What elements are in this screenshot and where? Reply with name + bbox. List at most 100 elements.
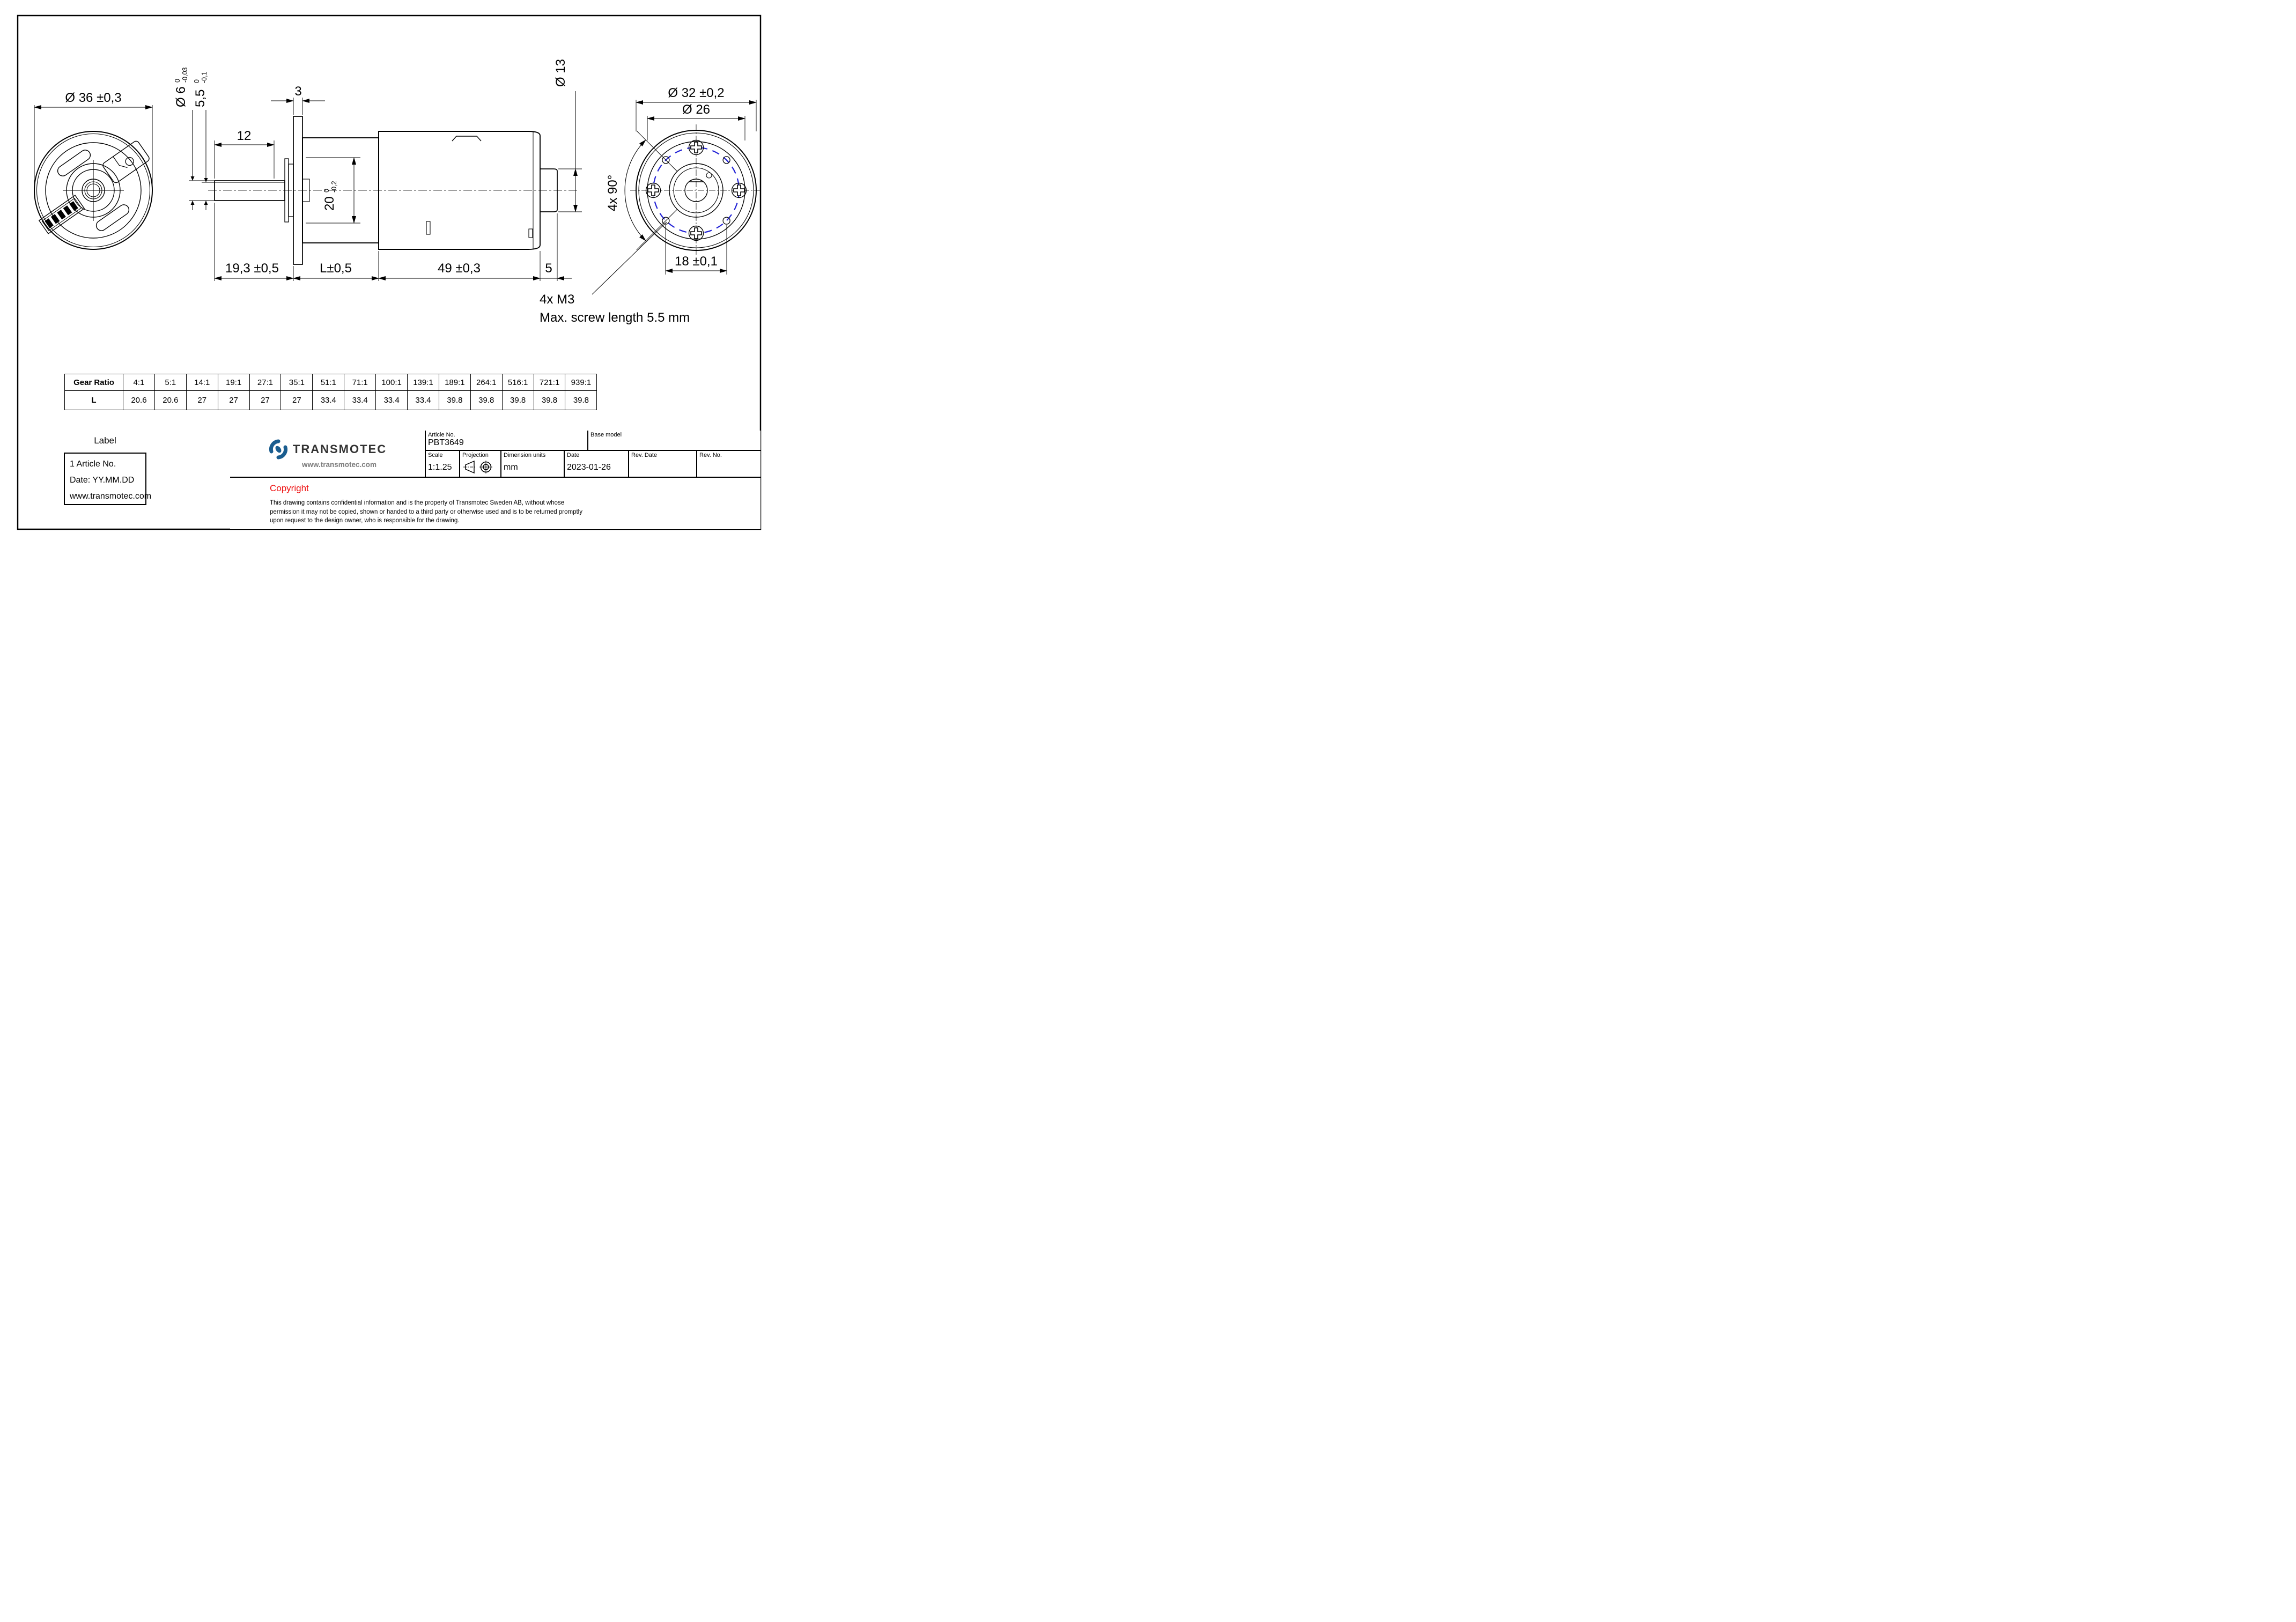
scale-label: Scale [428,452,443,458]
phillips-screw [688,139,704,155]
date-cell: Date 2023-01-26 [565,451,629,477]
motor-top-tab [452,136,482,142]
dim-label-d5: 5 [545,261,552,276]
front-view [630,124,762,256]
title-block-logo-cell: TRANSMOTEC www.transmotec.com [230,431,426,477]
phillips-screw [688,225,704,241]
gear-ratio-cell: 35:1 [280,374,313,391]
m3-hole [722,217,730,225]
note-m3: 4x M3 Max. screw length 5.5 mm [540,221,690,325]
m3-hole [662,217,670,225]
gear-length-cell: 39.8 [501,390,534,410]
gear-length-cell: 39.8 [438,390,471,410]
gear-ratio-cell: 19:1 [217,374,250,391]
gear-length-cell: 27 [280,390,313,410]
note-m3-line1: 4x M3 [540,292,574,307]
gear-ratio-header: Gear Ratio [64,374,123,391]
dim-label-d49: 49 ±0,3 [438,261,481,276]
gear-ratio-cell: 721:1 [533,374,566,391]
note-m3-line2: Max. screw length 5.5 mm [540,310,690,325]
dim-20: 20 0 -0,2 [306,157,360,224]
gear-length-cell: 27 [249,390,282,410]
date-value: 2023-01-26 [567,463,611,472]
dim-diameter-13: Ø 13 [553,59,582,212]
gear-length-cell: 33.4 [407,390,439,410]
sheet-frame [17,14,762,530]
gear-length-cell: 39.8 [470,390,503,410]
dim-label-d3: 3 [294,84,301,99]
gear-ratio-cell: 139:1 [407,374,439,391]
connector-block [38,195,85,234]
gear-ratio-cell: 939:1 [565,374,597,391]
gear-ratio-cell: 4:1 [123,374,155,391]
rev-date-label: Rev. Date [631,452,658,458]
transmotec-logo-icon [269,439,287,459]
dim-label-d26: Ø 26 [682,102,710,117]
sheet: Ø 36 ±0,3 [0,0,765,540]
label-website-line: www.transmotec.com [70,492,152,501]
gear-length-cell: 20.6 [154,390,187,410]
label-article-line: 1 Article No. [70,460,116,469]
gear-length-header: L [64,390,123,410]
base-model-label: Base model [590,432,622,438]
article-no-label: Article No. [428,432,455,438]
dim-label-d19-3: 19,3 ±0,5 [225,261,279,276]
dim-label-d6: Ø 6 [174,86,188,107]
gear-length-cell: 33.4 [312,390,345,410]
label-box: 1 Article No. Date: YY.MM.DD www.transmo… [64,453,152,505]
dim-diameter-36: Ø 36 ±0,3 [34,91,153,192]
brand-row: TRANSMOTEC [268,439,387,460]
dim-label-d20-tol-hi: 0 [323,189,330,192]
gear-length-cell: 33.4 [375,390,408,410]
dim-label-d20: 20 [322,196,337,211]
m3-hole [662,156,670,164]
dim-shaft-diameter: Ø 6 0 -0,03 5,5 0 -0,1 [174,67,216,210]
gear-ratio-cell: 100:1 [375,374,408,391]
dim-4x90: 4x 90° [606,130,678,250]
dimension-units-value: mm [504,463,518,472]
dim-label-d13: Ø 13 [553,59,568,87]
scale-value: 1:1.25 [428,463,452,472]
dim-12: 12 [214,129,275,179]
gear-length-cell: 39.8 [533,390,566,410]
dim-label-d12: 12 [237,129,252,143]
gear-ratio-row: Gear Ratio 4:1 5:1 14:1 19:1 27:1 35:1 5… [64,374,597,391]
scale-cell: Scale 1:1.25 [426,451,460,477]
label-title: Label [94,435,116,446]
vent-slot [95,204,130,231]
gear-length-cell: 33.4 [344,390,376,410]
rear-boss [540,168,558,212]
base-model-cell: Base model [588,431,761,451]
shaft [214,180,285,201]
rev-no-cell: Rev. No. [697,451,761,477]
dim-label-d55: 5,5 [193,90,208,107]
rev-date-cell: Rev. Date [629,451,697,477]
copyright-area: Copyright This drawing contains confiden… [230,477,761,529]
gear-length-cell: 27 [217,390,250,410]
technical-drawing: Ø 36 ±0,3 [17,14,762,530]
gear-length-cell: 27 [186,390,218,410]
hub-hole [706,172,712,179]
article-no-value: PBT3649 [428,438,464,447]
copyright-title: Copyright [270,483,309,493]
drawing-sheet: { "drawing": { "dims": { "d36": "Ø 36 ±0… [0,0,765,540]
dim-label-d55-tol-lo: -0,1 [201,71,208,83]
copyright-text: This drawing contains confidential infor… [270,500,582,524]
article-no-cell: Article No. PBT3649 [426,431,588,451]
output-shaft-section [684,179,708,202]
dim-diameter-32: Ø 32 ±0,2 [636,86,757,131]
brand-website: www.transmotec.com [301,460,377,469]
gear-ratio-cell: 5:1 [154,374,187,391]
motor-terminal [528,228,533,238]
m3-hole [722,156,730,164]
dim-label-d6-tol-hi: 0 [174,79,181,83]
date-label: Date [567,452,580,458]
dim-label-d55-tol-hi: 0 [193,79,201,83]
gear-length-cell: 39.8 [565,390,597,410]
dimension-units-cell: Dimension units mm [501,451,565,477]
rev-no-label: Rev. No. [699,452,722,458]
gear-ratio-cell: 189:1 [438,374,471,391]
dim-label-d6-tol-lo: -0,03 [181,67,189,83]
dim-label-dL: L±0,5 [320,261,352,276]
gear-ratio-cell: 27:1 [249,374,282,391]
